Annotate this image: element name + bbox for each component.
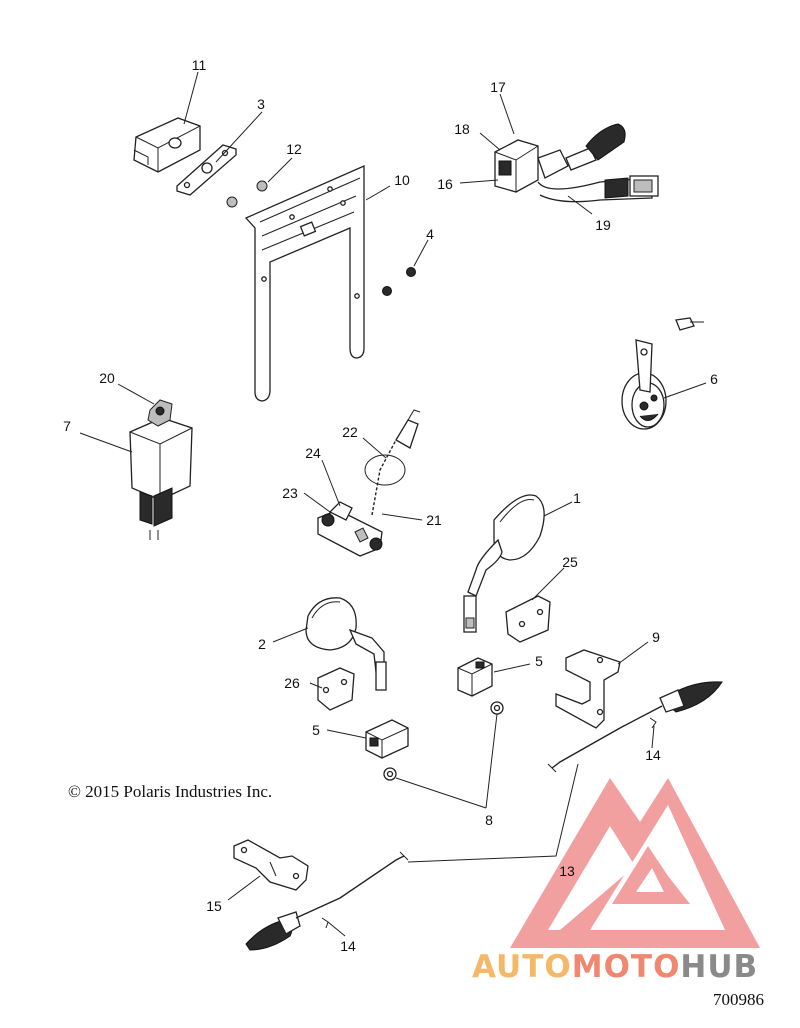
part-10-mounting-frame bbox=[244, 165, 365, 402]
callout-13: 13 bbox=[559, 863, 575, 879]
callout-9: 9 bbox=[652, 629, 660, 645]
part-3-plate bbox=[176, 144, 237, 196]
part-13-turn-signal-left bbox=[245, 851, 409, 951]
part-5-connector-upper bbox=[457, 657, 493, 697]
svg-text:AUTOMOTOHUB: AUTOMOTOHUB bbox=[472, 949, 758, 985]
callout-23: 23 bbox=[282, 485, 298, 501]
part-1-mirror bbox=[463, 494, 545, 633]
callout-16: 16 bbox=[437, 176, 453, 192]
watermark-hub: HUB bbox=[680, 949, 758, 985]
watermark-moto: MOTO bbox=[572, 949, 681, 985]
part-25-bracket bbox=[505, 595, 551, 643]
part-4-nuts bbox=[382, 267, 416, 296]
callout-12: 12 bbox=[286, 141, 302, 157]
callout-11: 11 bbox=[192, 57, 207, 73]
callout-19: 19 bbox=[595, 217, 611, 233]
callout-22: 22 bbox=[342, 424, 358, 440]
callout-14-left: 14 bbox=[340, 938, 356, 954]
part-13-turn-signal-right bbox=[547, 681, 723, 773]
callout-5-lower: 5 bbox=[312, 722, 320, 738]
part-21-cable-clamp bbox=[317, 409, 421, 557]
part-26-bracket bbox=[317, 667, 355, 711]
callout-7: 7 bbox=[63, 418, 71, 434]
watermark-logo bbox=[510, 778, 760, 948]
watermark-auto: AUTO bbox=[472, 949, 572, 985]
part-6-horn bbox=[621, 317, 704, 430]
part-9-signal-bracket bbox=[555, 649, 621, 729]
watermark-text: AUTOMOTOHUB bbox=[472, 949, 758, 985]
callout-8: 8 bbox=[485, 812, 493, 828]
callouts: 11 3 12 10 4 17 18 16 19 6 20 7 22 24 23… bbox=[63, 57, 718, 954]
part-17-switch-assembly bbox=[494, 123, 659, 203]
callout-15: 15 bbox=[206, 898, 222, 914]
part-5-connector-lower bbox=[365, 719, 409, 759]
part-12-nuts bbox=[226, 180, 268, 208]
copyright-notice: © 2015 Polaris Industries Inc. bbox=[68, 782, 272, 801]
callout-26: 26 bbox=[284, 675, 300, 691]
part-2-mirror bbox=[305, 597, 387, 691]
callout-5-upper: 5 bbox=[535, 653, 543, 669]
callout-18: 18 bbox=[454, 121, 470, 137]
callout-6: 6 bbox=[710, 371, 718, 387]
callout-14-right: 14 bbox=[645, 747, 661, 763]
callout-4: 4 bbox=[426, 226, 434, 242]
callout-3: 3 bbox=[257, 96, 265, 112]
part-15-signal-bracket bbox=[233, 839, 309, 891]
part-8-nuts bbox=[383, 701, 504, 781]
callout-10: 10 bbox=[394, 172, 410, 188]
callout-17: 17 bbox=[490, 79, 506, 95]
callout-2: 2 bbox=[258, 636, 266, 652]
leader-lines bbox=[79, 71, 707, 937]
callout-25: 25 bbox=[562, 554, 578, 570]
figure-number: 700986 bbox=[713, 990, 764, 1009]
part-7-flasher-module bbox=[129, 399, 193, 540]
part-11-relay-housing bbox=[133, 117, 201, 173]
callout-21: 21 bbox=[426, 512, 442, 528]
callout-20: 20 bbox=[99, 370, 115, 386]
callout-24: 24 bbox=[305, 445, 321, 461]
callout-1: 1 bbox=[573, 490, 581, 506]
